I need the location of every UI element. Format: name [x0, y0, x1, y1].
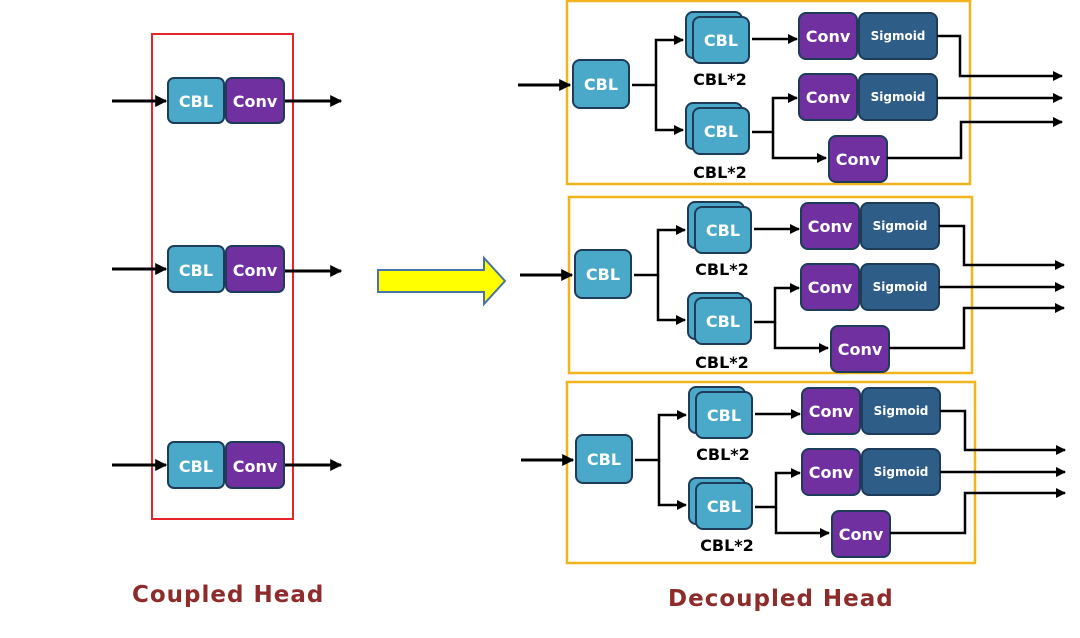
conv-block	[800, 263, 860, 311]
conv-block	[798, 73, 858, 121]
cbl-label: CBL	[706, 221, 740, 240]
conv-label: Conv	[809, 463, 854, 482]
decoupled-branch: CBL CBL CBL*2 CBL CBL*2 Conv Sigmoid Con…	[518, 0, 1063, 186]
transition-arrow	[377, 255, 507, 307]
conv-label: Conv	[836, 150, 881, 169]
coupled-row: CBL Conv	[112, 77, 343, 124]
conv-label: Conv	[806, 27, 851, 46]
cbl-label: CBL	[704, 122, 738, 141]
coupled-head-title: Coupled Head	[132, 582, 325, 608]
connector	[771, 132, 827, 163]
conv-label: Conv	[233, 92, 278, 111]
conv-label: Conv	[808, 278, 853, 297]
conv-label: Conv	[806, 88, 851, 107]
cbl-stack-block	[692, 16, 750, 64]
cbl-label: CBL	[179, 261, 213, 280]
cbl-x2-caption: CBL*2	[695, 353, 749, 372]
cbl-label: CBL	[584, 75, 618, 94]
conv-label: Conv	[233, 261, 278, 280]
cbl-x2-caption: CBL*2	[700, 536, 754, 555]
cbl-x2-caption: CBL*2	[693, 163, 747, 182]
cbl-stack-block	[692, 107, 750, 155]
connector	[774, 507, 830, 538]
cbl-label: CBL	[704, 31, 738, 50]
cbl-stack-block	[694, 206, 752, 254]
coupled-head-frame	[151, 33, 294, 520]
sigmoid-label: Sigmoid	[871, 90, 926, 104]
decoupled-frame	[565, 0, 972, 186]
split-connector	[634, 225, 686, 277]
coupled-head: CBL Conv CBL Conv CBL Conv	[112, 33, 343, 520]
split-connector	[654, 85, 684, 135]
connector	[754, 283, 800, 324]
stem-cbl-block	[572, 59, 630, 109]
cbl-label: CBL	[706, 312, 740, 331]
cbl-label: CBL	[707, 497, 741, 516]
split-connector	[656, 275, 686, 325]
cbl-label: CBL	[179, 457, 213, 476]
cbl-stack-block	[695, 391, 753, 439]
cbl-x2-caption: CBL*2	[696, 445, 750, 464]
sigmoid-label: Sigmoid	[873, 219, 928, 233]
connector	[755, 468, 801, 509]
conv-block	[801, 387, 861, 435]
sigmoid-label: Sigmoid	[873, 280, 928, 294]
coupled-row: CBL Conv	[112, 245, 343, 293]
stem-cbl-block	[575, 434, 633, 484]
decoupled-frame	[567, 195, 974, 375]
cbl-x2-caption: CBL*2	[695, 260, 749, 279]
sigmoid-label: Sigmoid	[874, 404, 929, 418]
cbl-label: CBL	[179, 92, 213, 111]
cbl-block	[167, 441, 225, 489]
conv-block	[798, 12, 858, 60]
connector	[752, 93, 798, 134]
cbl-label: CBL	[707, 406, 741, 425]
output-arrow	[937, 34, 1063, 81]
conv-label: Conv	[809, 402, 854, 421]
conv-block	[225, 441, 285, 489]
cbl-label: CBL	[587, 450, 621, 469]
sigmoid-label: Sigmoid	[871, 29, 926, 43]
decoupled-head-title: Decoupled Head	[668, 586, 894, 612]
conv-block	[225, 245, 285, 293]
conv-block	[800, 202, 860, 250]
cbl-stack-block	[695, 482, 753, 530]
output-arrow	[887, 117, 1063, 160]
output-arrow	[940, 409, 1066, 455]
conv-block	[801, 448, 861, 496]
conv-label: Conv	[808, 217, 853, 236]
conv-block	[225, 77, 285, 124]
decoupled-branch: CBL CBL CBL*2 CBL CBL*2 Conv Sigmoid Con…	[521, 380, 1066, 565]
output-arrow	[889, 303, 1065, 350]
cbl-label: CBL	[586, 265, 620, 284]
conv-label: Conv	[839, 525, 884, 544]
split-connector	[657, 460, 687, 510]
split-connector	[635, 410, 687, 462]
cbl-block	[167, 245, 225, 293]
decoupled-head: CBL CBL CBL*2 CBL CBL*2 Conv Sigmoid Con…	[518, 0, 1066, 565]
stem-cbl-block	[574, 249, 632, 299]
output-arrow	[890, 488, 1066, 535]
decoupled-branch: CBL CBL CBL*2 CBL CBL*2 Conv Sigmoid Con…	[520, 195, 1065, 375]
conv-label: Conv	[838, 340, 883, 359]
cbl-x2-caption: CBL*2	[693, 70, 747, 89]
output-arrow	[939, 224, 1065, 270]
sigmoid-label: Sigmoid	[874, 465, 929, 479]
conv-label: Conv	[233, 457, 278, 476]
connector	[773, 322, 829, 353]
coupled-row: CBL Conv	[112, 441, 343, 489]
cbl-block	[167, 77, 225, 124]
cbl-stack-block	[694, 297, 752, 345]
split-connector	[632, 35, 684, 87]
